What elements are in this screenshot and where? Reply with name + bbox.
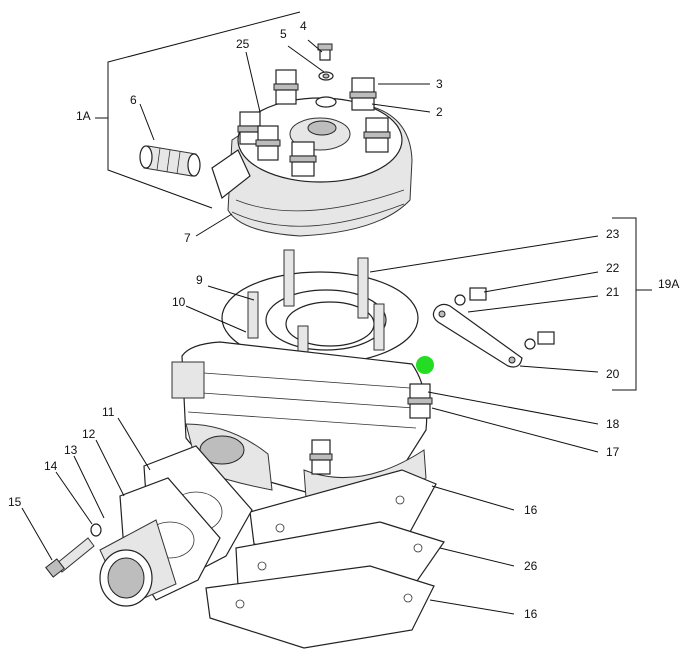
- bolt-15: [45, 537, 95, 578]
- head-nut-stack-5: [363, 117, 391, 153]
- callout-labels: 1A 2 3 4 5 6 7 9 10 11 12 13 14 15 16 17…: [8, 19, 679, 621]
- callout-2: 2: [436, 105, 443, 119]
- callout-6: 6: [130, 93, 137, 107]
- hose-connector-6: [139, 145, 201, 177]
- callout-22: 22: [606, 261, 620, 275]
- callout-18: 18: [606, 417, 620, 431]
- callout-3: 3: [436, 77, 443, 91]
- exhaust-socket-13: [99, 519, 177, 607]
- leader-lines: [21, 39, 599, 615]
- screw-21: [524, 331, 555, 350]
- callout-26: 26: [524, 559, 538, 573]
- head-nut-stack-4: [255, 125, 281, 161]
- callout-19a: 19A: [658, 277, 679, 291]
- callout-7: 7: [184, 231, 191, 245]
- callout-15: 15: [8, 495, 22, 509]
- screw-22: [454, 287, 487, 306]
- washer-14: [90, 523, 102, 537]
- callout-5: 5: [280, 27, 287, 41]
- head-nut-stack-2: [349, 77, 377, 111]
- base-gasket-lower: [205, 565, 435, 649]
- cylinder-nut-front: [309, 439, 333, 475]
- callout-20: 20: [606, 367, 620, 381]
- callout-12: 12: [82, 427, 96, 441]
- callout-21: 21: [606, 285, 620, 299]
- bracket-1a: [95, 11, 301, 209]
- bracket-plate-20: [432, 303, 523, 368]
- head-nut-stack-1: [273, 69, 299, 105]
- callout-13: 13: [64, 443, 78, 457]
- callout-16-lower: 16: [524, 607, 538, 621]
- bracket-19a: [612, 217, 652, 391]
- callout-23: 23: [606, 227, 620, 241]
- callout-10: 10: [172, 295, 186, 309]
- callout-1a: 1A: [76, 109, 91, 123]
- highlight-marker-dot: [416, 356, 434, 374]
- head-nut-stack-6: [289, 141, 317, 177]
- callout-14: 14: [44, 459, 58, 473]
- callout-9: 9: [196, 273, 203, 287]
- callout-16-upper: 16: [524, 503, 538, 517]
- cylinder-nut-right: [407, 383, 433, 419]
- cylinder-studs: [247, 249, 385, 367]
- callout-17: 17: [606, 445, 620, 459]
- callout-11: 11: [102, 405, 115, 419]
- screw-4: [317, 43, 333, 61]
- washer-5: [318, 71, 334, 81]
- callout-4: 4: [300, 19, 307, 33]
- callout-25: 25: [236, 37, 250, 51]
